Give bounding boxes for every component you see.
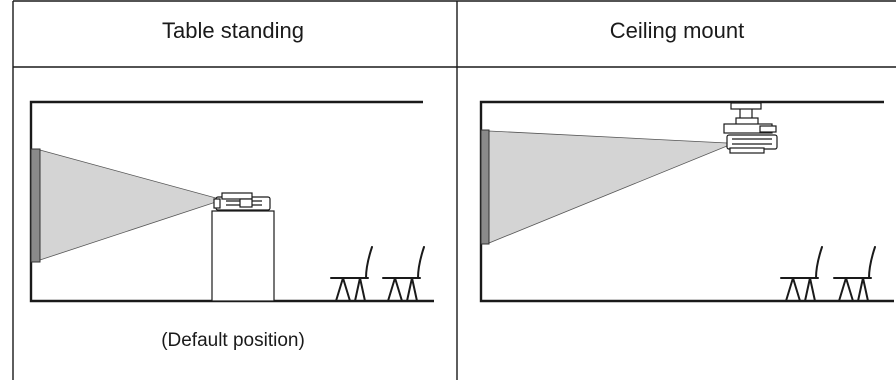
default-position-caption: (Default position): [161, 330, 305, 351]
ceiling-mount-scene: [479, 100, 894, 303]
projection-beam: [39, 149, 217, 261]
screen: [480, 129, 490, 245]
chair-icon: [833, 246, 876, 302]
projection-beam: [488, 130, 728, 244]
projector-icon: [213, 192, 271, 211]
column-header-table-standing: Table standing: [162, 18, 304, 43]
projector-icon: [726, 134, 778, 154]
column-header-ceiling-mount: Ceiling mount: [609, 18, 745, 43]
ceiling-bracket: [723, 102, 777, 134]
screen: [30, 148, 41, 263]
chair-icon: [330, 246, 373, 302]
chair-icon: [382, 246, 425, 302]
table-grid: [12, 0, 896, 380]
chair-icon: [780, 246, 823, 302]
table: [211, 210, 275, 302]
table-standing-scene: [29, 100, 434, 303]
